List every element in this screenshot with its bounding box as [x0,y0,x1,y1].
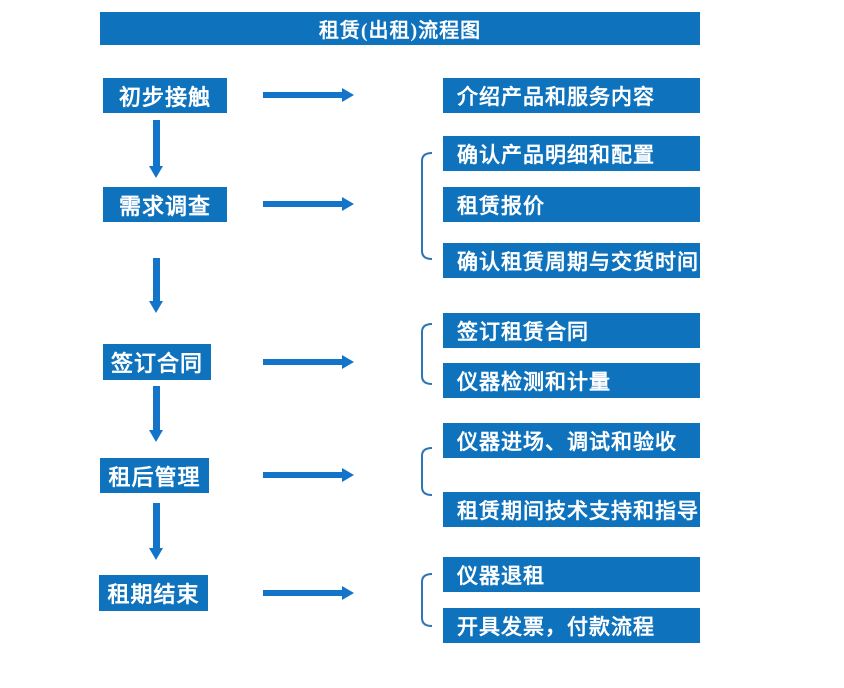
arrow-shaft [153,120,160,167]
arrow-shaft [153,503,160,549]
arrow-head [342,586,354,600]
group-bracket-icon [420,152,434,260]
arrow-down-icon [149,386,164,442]
output-box-confirm-product-details: 确认产品明细和配置 [443,136,700,171]
step-box-rental-period-end: 租期结束 [99,575,208,611]
arrow-head [149,166,163,178]
arrow-head [149,430,163,442]
group-bracket-icon [420,323,434,385]
arrow-right-icon [263,468,354,482]
arrow-head [149,548,163,560]
arrow-head [342,88,354,102]
output-box-confirm-rental-period-delivery: 确认租赁周期与交货时间 [443,243,700,278]
arrow-down-icon [149,503,164,560]
arrow-shaft [263,92,343,98]
arrow-shaft [153,386,160,431]
output-box-introduce-products-services: 介绍产品和服务内容 [443,78,700,113]
arrow-head [342,197,354,211]
arrow-down-icon [149,258,164,313]
arrow-right-icon [263,355,354,369]
arrow-shaft [263,201,343,207]
arrow-shaft [153,258,160,302]
output-box-instrument-inspection-metering: 仪器检测和计量 [443,363,700,398]
arrow-head [149,301,163,313]
arrow-shaft [263,472,343,478]
arrow-shaft [263,359,343,365]
output-box-rental-quotation: 租赁报价 [443,187,700,222]
step-box-initial-contact: 初步接触 [103,78,227,113]
step-box-sign-contract: 签订合同 [103,344,211,380]
group-bracket-icon [420,447,434,496]
arrow-head [342,355,354,369]
output-box-instrument-return: 仪器退租 [443,557,700,592]
step-box-demand-survey: 需求调查 [103,187,227,222]
flowchart-title: 租赁(出租)流程图 [100,12,700,45]
output-box-technical-support-guidance: 租赁期间技术支持和指导 [443,492,700,527]
arrow-right-icon [263,586,354,600]
arrow-right-icon [263,88,354,102]
arrow-head [342,468,354,482]
output-box-instrument-setup-acceptance: 仪器进场、调试和验收 [443,423,700,458]
output-box-invoice-payment-process: 开具发票，付款流程 [443,608,700,643]
arrow-right-icon [263,197,354,211]
arrow-shaft [263,590,343,596]
output-box-sign-rental-contract: 签订租赁合同 [443,313,700,348]
group-bracket-icon [420,573,434,627]
arrow-down-icon [149,120,164,178]
step-box-post-rental-management: 租后管理 [100,458,209,493]
